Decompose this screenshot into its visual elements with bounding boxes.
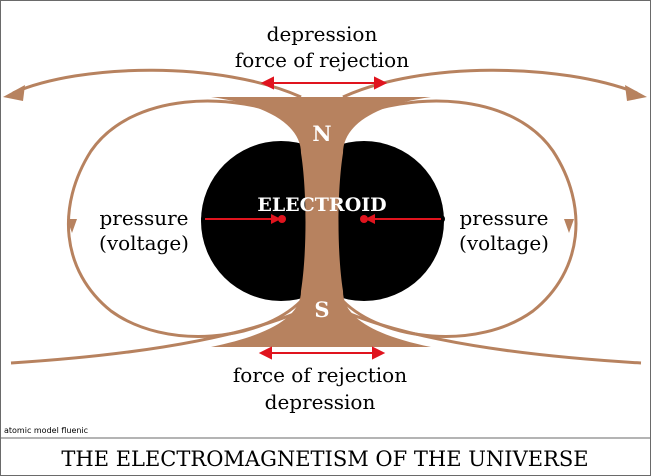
right-label-pressure: pressure (459, 206, 548, 230)
north-pole-label: N (312, 121, 331, 146)
field-hourglass (211, 97, 431, 347)
bottom-label-rejection: force of rejection (233, 363, 407, 387)
inner-loop-right (341, 99, 578, 338)
field-arrowheads (3, 85, 647, 233)
arrowhead-right-inner (564, 219, 574, 233)
inner-loop-left (66, 99, 303, 338)
arrowhead-left-outer (3, 85, 25, 101)
outer-loop-left (12, 68, 302, 99)
page-title: THE ELECTROMAGNETISM OF THE UNIVERSE (61, 447, 588, 471)
rejection-arrows (258, 76, 388, 360)
top-label-rejection: force of rejection (235, 48, 409, 72)
pressure-arrowhead-left (271, 214, 281, 224)
left-label-pressure: pressure (99, 206, 188, 230)
arrowhead-right-outer (625, 85, 647, 101)
right-label-voltage: (voltage) (459, 231, 549, 255)
bottom-loop-right (342, 309, 642, 365)
bottom-rejection-arrowhead-right (372, 346, 386, 360)
core-dot-right (360, 215, 368, 223)
south-pole-label: S (314, 297, 329, 322)
bottom-label-depression: depression (265, 390, 376, 414)
arrowhead-left-inner (67, 219, 77, 233)
pressure-arrows (201, 214, 445, 224)
top-label-depression: depression (267, 22, 378, 46)
bottom-rejection-arrowhead-left (258, 346, 272, 360)
electroid-label: ELECTROID (257, 194, 386, 216)
left-label-voltage: (voltage) (99, 231, 189, 255)
credit-text: atomic model fluenic (4, 426, 88, 435)
outer-loop-right (342, 68, 638, 99)
pressure-arrowhead-right (365, 214, 375, 224)
top-rejection-arrowhead-left (260, 76, 274, 90)
top-rejection-arrowhead-right (374, 76, 388, 90)
core-dot-left (278, 215, 286, 223)
bottom-loop-left (10, 309, 302, 365)
